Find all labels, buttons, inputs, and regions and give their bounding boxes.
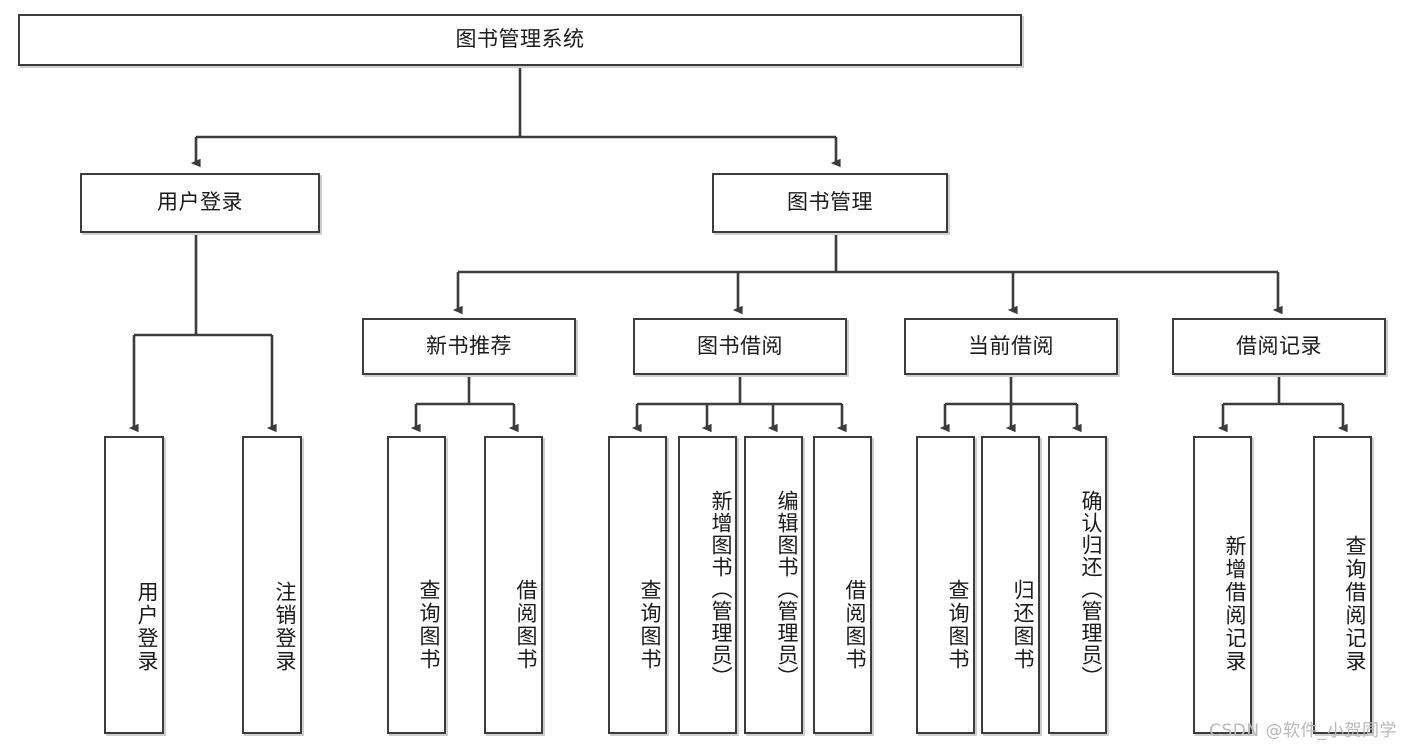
leaf-query-book-current[interactable]: 查询图书 [916,436,975,734]
node-book-borrow[interactable]: 图书借阅 [633,318,847,375]
leaf-edit-book-admin[interactable]: 编辑图书（管理员） [744,436,803,734]
leaf-query-book-recommend[interactable]: 查询图书 [387,436,446,734]
node-user-login[interactable]: 用户登录 [80,173,320,233]
leaf-add-borrow-record[interactable]: 新增借阅记录 [1193,436,1252,734]
leaf-query-book-borrow[interactable]: 查询图书 [608,436,667,734]
leaf-confirm-return-admin[interactable]: 确认归还（管理员） [1048,436,1107,734]
leaf-return-book[interactable]: 归还图书 [981,436,1040,734]
leaf-borrow-book-borrow[interactable]: 借阅图书 [813,436,872,734]
leaf-user-login[interactable]: 用户登录 [104,436,164,734]
leaf-add-book-admin[interactable]: 新增图书（管理员） [678,436,737,734]
leaf-query-borrow-record[interactable]: 查询借阅记录 [1313,436,1372,734]
node-borrow-record[interactable]: 借阅记录 [1172,318,1386,375]
node-current-borrow[interactable]: 当前借阅 [904,318,1118,375]
leaf-borrow-book-recommend[interactable]: 借阅图书 [484,436,543,734]
csdn-watermark: CSDN @软件_小贺同学 [1209,721,1397,741]
node-new-book-recommend[interactable]: 新书推荐 [362,318,576,375]
node-book-management-system[interactable]: 图书管理系统 [18,14,1022,66]
leaf-logout-login[interactable]: 注销登录 [242,436,302,734]
node-book-management[interactable]: 图书管理 [712,173,948,233]
